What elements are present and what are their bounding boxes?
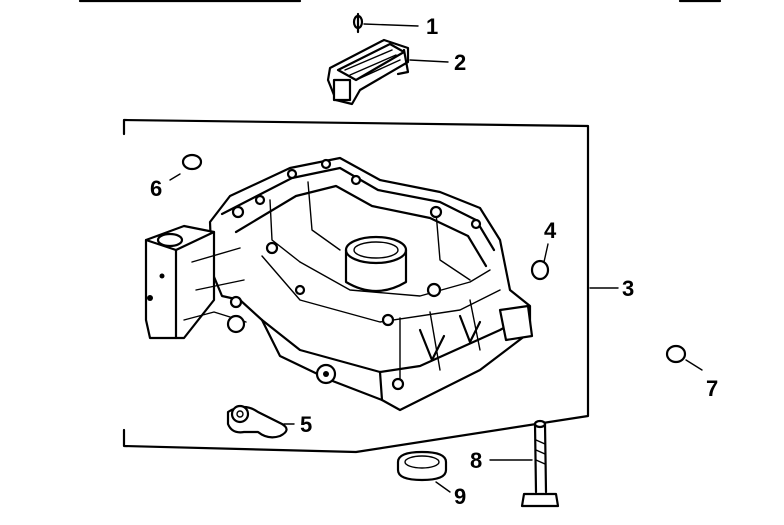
part-6-plug <box>169 153 203 181</box>
part-9-seal-ring <box>396 450 451 493</box>
callout-1: 1 <box>426 14 439 39</box>
part-3-crankcase-base <box>144 156 534 412</box>
callout-4: 4 <box>544 218 557 243</box>
callout-8: 8 <box>470 448 483 473</box>
callout-6: 6 <box>150 176 163 201</box>
part-4-plug <box>530 243 550 281</box>
part-8-bolt <box>489 419 560 508</box>
callout-2: 2 <box>454 50 467 75</box>
part-2-bracket <box>326 38 449 106</box>
callout-9: 9 <box>454 484 467 509</box>
part-5-fitting <box>226 404 295 439</box>
part-1-screw <box>352 12 419 34</box>
callout-5: 5 <box>300 412 313 437</box>
callout-7: 7 <box>706 376 719 401</box>
part-7-plug <box>665 344 703 371</box>
kit-bracket-outline <box>122 118 619 454</box>
callout-3: 3 <box>622 276 635 301</box>
